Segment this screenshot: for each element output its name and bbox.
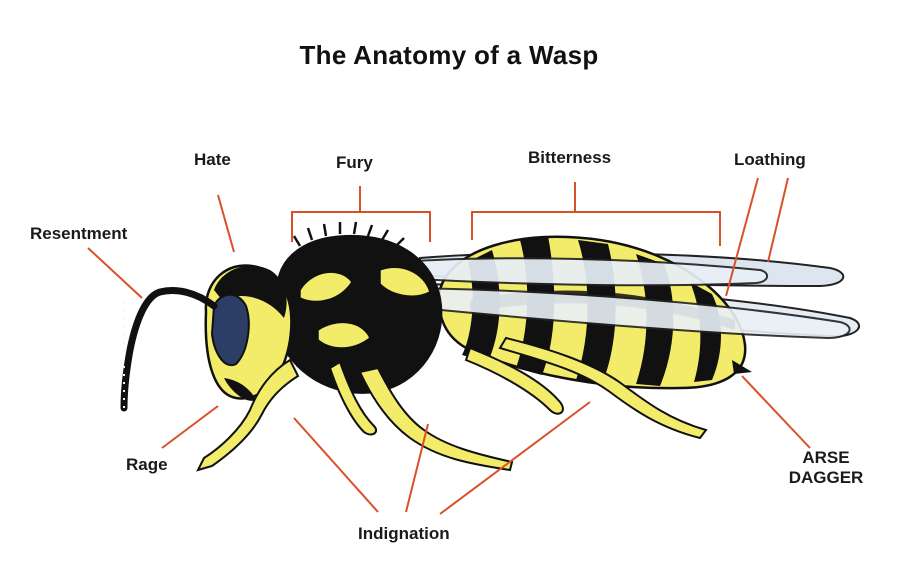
thorax-hairs bbox=[292, 221, 405, 247]
middle-leg bbox=[358, 366, 514, 472]
compound-eye bbox=[210, 293, 250, 367]
wing-front-lower bbox=[379, 286, 851, 340]
label-bitterness: Bitterness bbox=[528, 148, 612, 167]
head-black-cap bbox=[214, 265, 287, 318]
page-title: The Anatomy of a Wasp bbox=[299, 40, 599, 70]
wing-front-upper bbox=[399, 257, 768, 287]
leader-indignation-2 bbox=[405, 423, 429, 513]
leader-lines bbox=[87, 177, 811, 515]
leader-loathing-1 bbox=[725, 177, 759, 297]
antenna bbox=[120, 287, 218, 412]
hind-leg bbox=[498, 336, 708, 440]
label-arse-dagger-line2: DAGGER bbox=[788, 468, 864, 487]
label-arse-dagger: ARSE DAGGER bbox=[776, 448, 876, 488]
thorax-mark bbox=[317, 321, 371, 349]
thorax-mark bbox=[299, 271, 353, 303]
middle-leg-upper bbox=[328, 360, 378, 436]
leader-arse-dagger bbox=[741, 375, 811, 449]
label-indignation: Indignation bbox=[358, 524, 450, 543]
leader-indignation-3 bbox=[439, 401, 591, 515]
front-leg bbox=[196, 358, 300, 472]
leader-loathing-2 bbox=[767, 177, 789, 263]
label-loathing: Loathing bbox=[734, 150, 806, 169]
thorax bbox=[276, 234, 443, 394]
leader-resentment bbox=[87, 247, 143, 299]
label-rage: Rage bbox=[126, 455, 168, 474]
leader-rage bbox=[161, 405, 219, 449]
label-fury: Fury bbox=[336, 153, 373, 172]
stinger bbox=[732, 360, 752, 374]
mandible bbox=[224, 378, 256, 401]
label-hate: Hate bbox=[194, 150, 231, 169]
label-resentment: Resentment bbox=[30, 224, 128, 243]
bracket-bitterness bbox=[471, 211, 721, 246]
label-arse-dagger-line1: ARSE bbox=[802, 448, 850, 467]
leader-hate bbox=[217, 194, 235, 253]
thorax-mark bbox=[379, 266, 431, 297]
leader-indignation-1 bbox=[293, 417, 379, 513]
hind-leg-upper bbox=[464, 346, 564, 415]
